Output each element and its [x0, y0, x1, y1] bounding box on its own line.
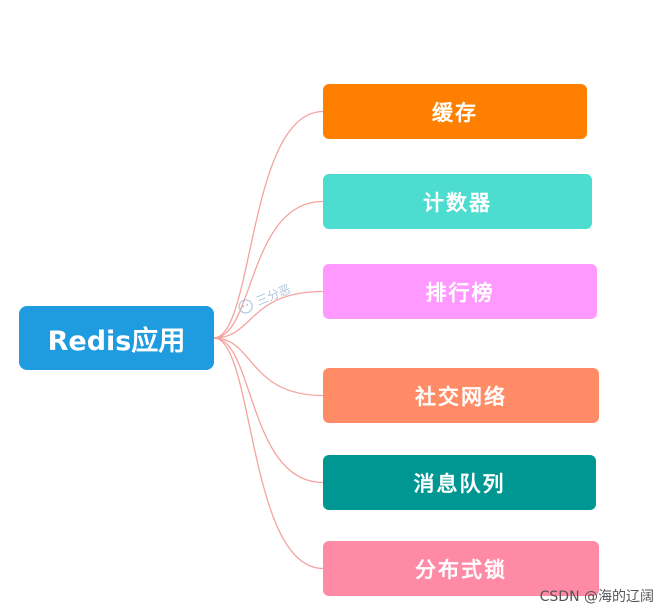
- root-label: Redis应用: [47, 325, 186, 357]
- branch-node-social-network: 社交网络: [323, 368, 599, 423]
- branch-label: 分布式锁: [415, 557, 507, 582]
- branch-link: [213, 290, 324, 339]
- branch-label: 社交网络: [415, 384, 507, 409]
- branch-link: [213, 200, 324, 339]
- branch-node-cache: 缓存: [323, 84, 587, 139]
- branch-label: 计数器: [423, 190, 492, 215]
- watermark: 三分恶: [235, 280, 293, 317]
- branch-link: [213, 337, 324, 570]
- branch-link: [213, 110, 324, 339]
- branch-node-counter: 计数器: [323, 174, 592, 229]
- root-node: Redis应用: [19, 306, 214, 370]
- footer-credit: CSDN @海的辽阔: [539, 589, 654, 605]
- branch-label: 消息队列: [413, 471, 506, 496]
- branch-node-leaderboard: 排行榜: [323, 264, 597, 319]
- branch-node-message-queue: 消息队列: [323, 455, 596, 510]
- branch-node-distributed-lock: 分布式锁: [323, 541, 599, 596]
- watermark-logo-icon: [238, 298, 253, 314]
- branch-label: 缓存: [432, 100, 478, 125]
- branch-link: [213, 337, 324, 397]
- branch-link: [213, 337, 324, 484]
- branch-label: 排行榜: [425, 280, 495, 305]
